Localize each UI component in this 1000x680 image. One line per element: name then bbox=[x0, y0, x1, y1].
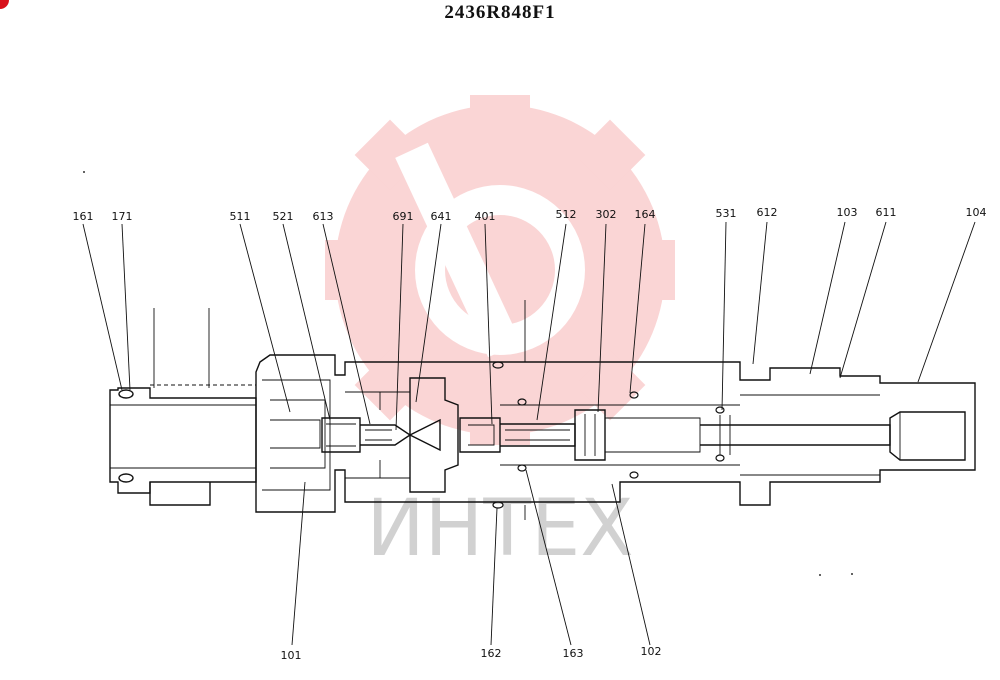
part-label: 612 bbox=[757, 206, 778, 219]
part-label: 511 bbox=[230, 210, 251, 223]
leader-lines bbox=[82, 221, 976, 646]
valve-body-outline bbox=[109, 300, 976, 520]
part-label: 401 bbox=[475, 210, 496, 223]
corner-badge bbox=[0, 0, 9, 9]
part-label: 613 bbox=[313, 210, 334, 223]
part-label: 164 bbox=[635, 208, 656, 221]
part-label: 104 bbox=[966, 206, 987, 219]
part-label: 691 bbox=[393, 210, 414, 223]
part-label: 641 bbox=[431, 210, 452, 223]
part-label: 512 bbox=[556, 208, 577, 221]
watermark-gear-icon bbox=[325, 95, 675, 445]
part-label: 611 bbox=[876, 206, 897, 219]
part-label: 103 bbox=[837, 206, 858, 219]
part-label: 521 bbox=[273, 210, 294, 223]
part-label: 163 bbox=[563, 647, 584, 660]
part-label: 162 bbox=[481, 647, 502, 660]
part-label: 302 bbox=[596, 208, 617, 221]
part-label: 171 bbox=[112, 210, 133, 223]
scan-specks bbox=[83, 171, 853, 576]
watermark-text: ИНТЕХ bbox=[366, 484, 633, 574]
part-label: 531 bbox=[716, 207, 737, 220]
part-label: 161 bbox=[73, 210, 94, 223]
part-labels-top: 161 171 511 521 613 691 641 401 512 302 … bbox=[73, 206, 987, 223]
part-label: 102 bbox=[641, 645, 662, 658]
drawing-title: 2436R848F1 bbox=[444, 2, 556, 23]
part-labels-bottom: 101 162 163 102 bbox=[281, 645, 662, 662]
part-label: 101 bbox=[281, 649, 302, 662]
